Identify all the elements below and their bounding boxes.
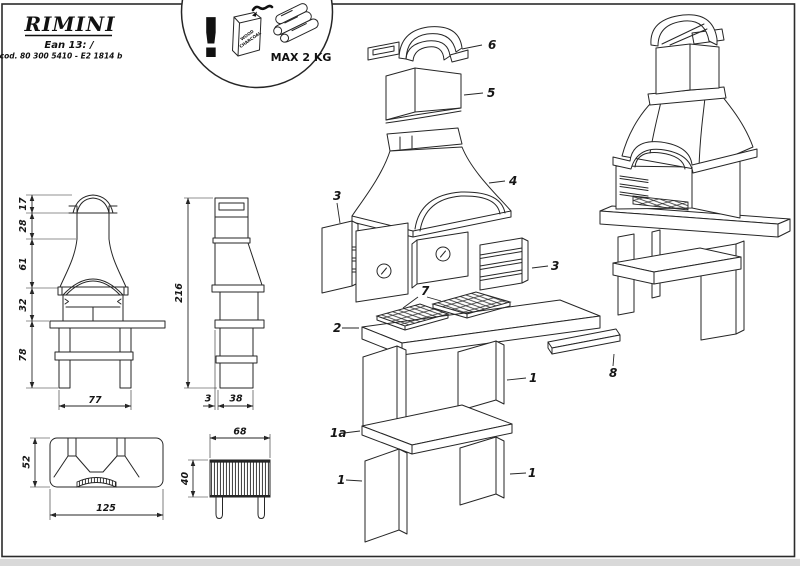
part-label-side-right: 3	[551, 259, 559, 273]
dim-hood-height: 61	[18, 257, 29, 270]
dim-grill-depth: 40	[180, 472, 191, 487]
ean-label: Ean 13: /	[44, 40, 95, 51]
part-label-grates: 7	[421, 284, 430, 298]
dim-basin-width: 125	[96, 503, 116, 514]
dim-firebox-height: 32	[18, 298, 29, 312]
part-label-side-left: 3	[333, 189, 341, 203]
exploded-worktop: 2	[333, 299, 601, 356]
molded-logo-mark	[381, 267, 387, 275]
dim-grill-width: 68	[233, 427, 247, 438]
part-label-middle-shelf: 1a	[330, 426, 346, 440]
part-label-cap: 6	[488, 38, 496, 52]
assembled-shelf	[612, 247, 742, 285]
title-block: RIMINI Ean 13: / cod. 80 300 5410 - E2 1…	[0, 12, 123, 61]
exploded-cap: 6	[367, 26, 496, 63]
part-label-lower-leg-right: 1	[528, 466, 536, 480]
dim-depth: 38	[229, 394, 243, 405]
dim-legs-height: 78	[18, 348, 29, 362]
part-label-flue: 5	[487, 86, 495, 100]
part-label-lower-leg-left: 1	[337, 473, 345, 487]
exploded-back-slab-right	[411, 231, 469, 289]
part-label-hood: 4	[508, 174, 517, 188]
model-name: RIMINI	[23, 12, 115, 36]
exploded-rear-ledge: 8	[547, 328, 621, 380]
dim-chimney-height: 28	[18, 219, 29, 233]
dim-front-offset: 3	[205, 394, 212, 405]
wood-logs-icon	[273, 3, 319, 43]
charcoal-scribble	[251, 4, 274, 12]
page-edge-shadow	[0, 558, 800, 566]
assembled-hood-lip	[612, 141, 758, 174]
exploded-upper-legs: 1	[362, 340, 537, 431]
side-profile-view: 216 3 38	[174, 197, 265, 410]
front-elevation-view: 17 28 61 32 78 77	[18, 194, 166, 410]
part-label-worktop: 2	[333, 321, 341, 335]
max-weight-label: MAX 2 KG	[271, 51, 332, 64]
grill-leg-right	[257, 496, 265, 519]
grill-grate	[209, 459, 271, 498]
exploded-middle-shelf: 1a	[330, 404, 513, 455]
basin-grate-strip	[76, 477, 117, 488]
exclamation-icon: !	[199, 7, 224, 70]
exploded-side-panel-right: 3	[479, 237, 559, 291]
dim-basin-depth: 52	[22, 455, 33, 469]
product-code: cod. 80 300 5410 - E2 1814 b	[0, 52, 123, 61]
assembled-worktop	[599, 205, 791, 238]
part-label-upper-leg: 1	[529, 371, 537, 385]
exploded-hood: 4	[351, 127, 517, 238]
exploded-grates: 7	[375, 284, 512, 331]
exploded-view: 6 5 4 3	[321, 26, 621, 543]
charcoal-bag-icon: WOOD CHARCOAL	[232, 4, 274, 57]
dim-front-width: 77	[88, 395, 102, 406]
assembled-view	[599, 14, 791, 341]
dim-cap-height: 17	[18, 197, 29, 211]
molded-logo-mark	[440, 250, 446, 258]
exploded-flue: 5	[385, 67, 495, 124]
exploded-back-slab-left	[355, 222, 409, 303]
warning-badge: ! WOOD CHARCOAL MAX 2 KG	[180, 0, 334, 89]
grill-leg-left	[215, 496, 223, 519]
dim-total-height: 216	[174, 283, 185, 303]
assembled-firebox-interior	[615, 152, 693, 211]
scribble-arrow	[252, 11, 257, 17]
assembled-chimney	[655, 43, 720, 95]
exploded-lower-legs: 1 1	[337, 436, 536, 543]
part-label-rear-ledge: 8	[609, 366, 617, 380]
grill-view: 68 40	[180, 427, 271, 519]
basin-top-view: 52 125	[22, 437, 164, 520]
assembled-cap	[650, 14, 718, 47]
